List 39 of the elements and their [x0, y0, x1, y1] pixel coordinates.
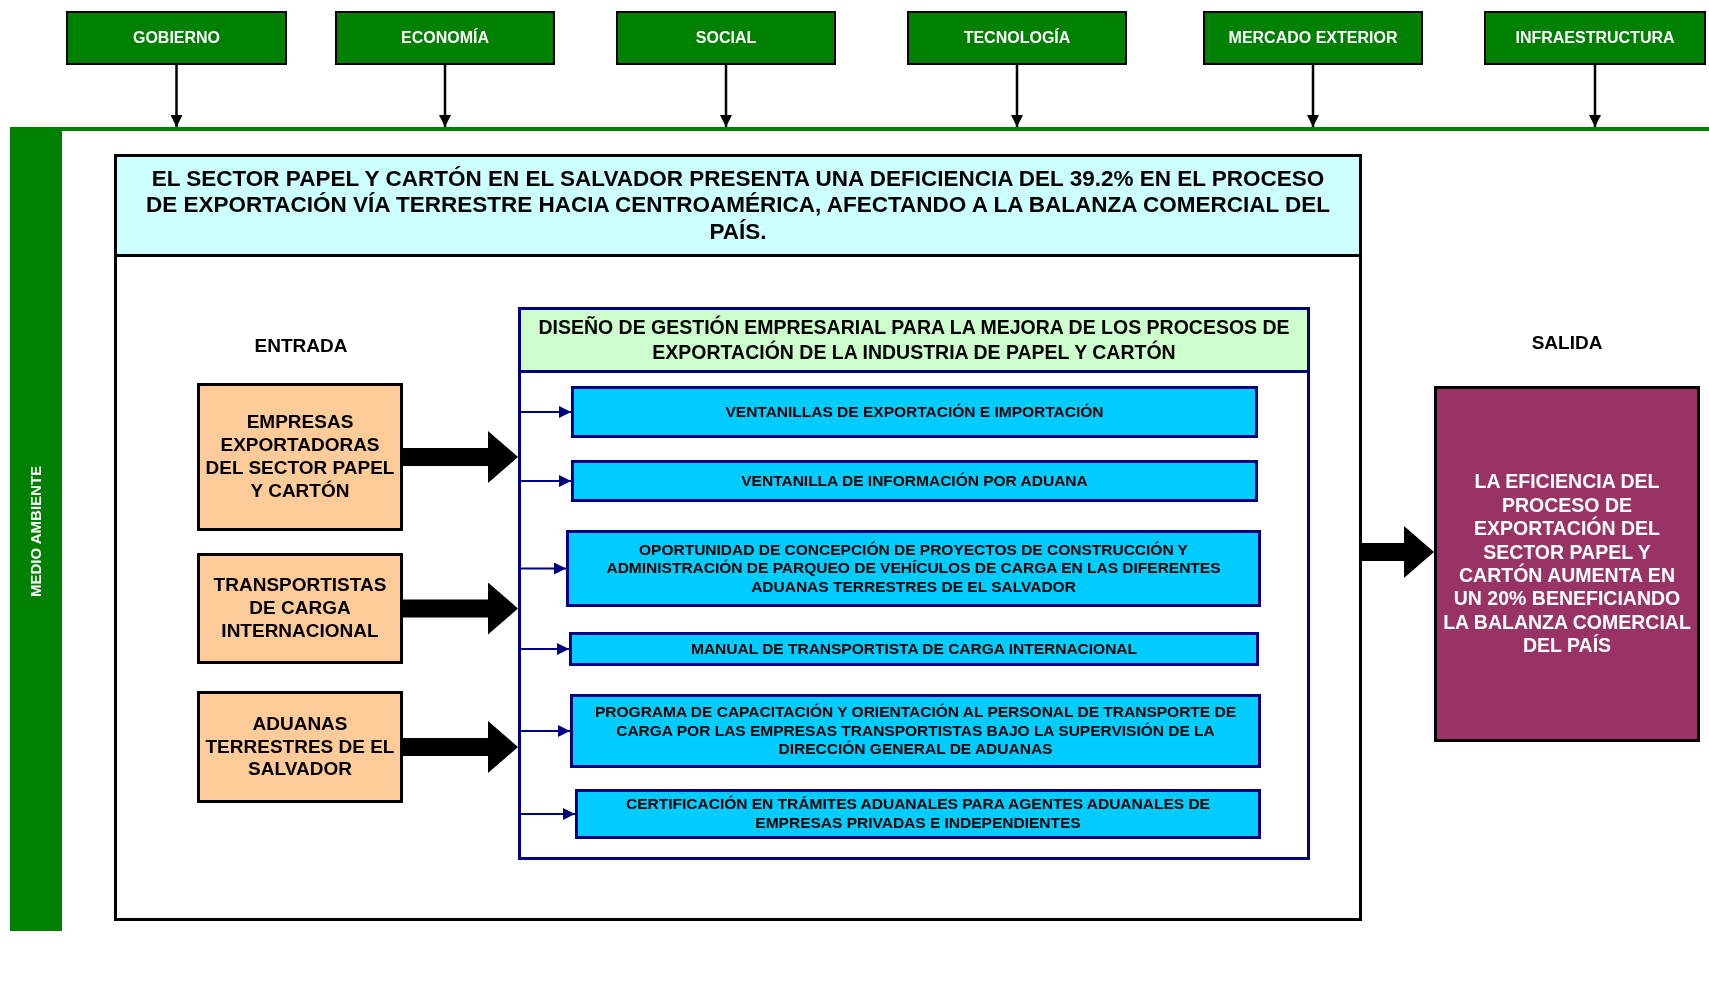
arrow — [170, 65, 183, 127]
block-arrow — [403, 721, 518, 773]
block-arrow — [403, 431, 518, 483]
action-box: MANUAL DE TRANSPORTISTA DE CARGA INTERNACIONAL — [569, 632, 1259, 666]
action-box: CERTIFICACIÓN EN TRÁMITES ADUANALES PARA AGENTES ADUANALES DE EMPRESAS PRIVADAS E INDEPENDIENTES — [575, 789, 1261, 839]
arrow — [520, 406, 572, 418]
input-box: TRANSPORTISTAS DE CARGA INTERNACIONAL — [197, 553, 403, 664]
design-frame — [518, 307, 1310, 860]
arrow — [520, 562, 567, 575]
arrow — [520, 808, 576, 820]
factor-box: TECNOLOGÍA — [907, 11, 1127, 65]
arrow — [439, 65, 451, 127]
arrow — [1011, 65, 1023, 127]
action-box: VENTANILLAS DE EXPORTACIÓN E IMPORTACIÓN — [571, 386, 1258, 438]
input-box: ADUANAS TERRESTRES DE EL SALVADOR — [197, 691, 403, 803]
input-box: EMPRESAS EXPORTADORAS DEL SECTOR PAPEL Y CARTÓN — [197, 383, 403, 531]
factor-box: INFRAESTRUCTURA — [1484, 11, 1706, 65]
problem-frame — [114, 154, 1362, 921]
heading-text: ENTRADA — [253, 335, 349, 357]
problem-statement: EL SECTOR PAPEL Y CARTÓN EN EL SALVADOR PRESENTA UNA DEFICIENCIA DEL 39.2% EN EL PROCESO DE EXPORTACIÓN VÍA TERRESTRE HACIA CENTROAMÉRICA, AFECTANDO A LA BALANZA COMERCIAL DEL PAÍS. — [117, 157, 1359, 257]
heading-text: SALIDA — [1530, 332, 1604, 354]
block-arrow — [403, 582, 518, 635]
factor-box: GOBIERNO — [66, 11, 287, 65]
arrow — [520, 475, 572, 487]
arrow — [1307, 65, 1319, 127]
output-box: LA EFICIENCIA DEL PROCESO DE EXPORTACIÓN DEL SECTOR PAPEL Y CARTÓN AUMENTA EN UN 20% BENEFICIANDO LA BALANZA COMERCIAL DEL PAÍS — [1434, 386, 1700, 742]
arrow — [520, 643, 570, 655]
factor-box: SOCIAL — [616, 11, 836, 65]
arrow — [720, 65, 732, 127]
factor-box: MERCADO EXTERIOR — [1203, 11, 1423, 65]
factor-box: ECONOMÍA — [335, 11, 555, 65]
arrow — [520, 725, 571, 737]
arrow — [1589, 65, 1601, 127]
design-title: DISEÑO DE GESTIÓN EMPRESARIAL PARA LA MEJORA DE LOS PROCESOS DE EXPORTACIÓN DE LA INDUSTRIA DE PAPEL Y CARTÓN — [521, 310, 1307, 373]
action-box: OPORTUNIDAD DE CONCEPCIÓN DE PROYECTOS DE CONSTRUCCIÓN Y ADMINISTRACIÓN DE PARQUEO DE VEHÍCULOS DE CARGA EN LAS DIFERENTES ADUANAS TERRESTRES DE EL SALVADOR — [566, 530, 1261, 607]
side-band: MEDIO AMBIENTE — [10, 131, 62, 931]
action-box: PROGRAMA DE CAPACITACIÓN Y ORIENTACIÓN AL PERSONAL DE TRANSPORTE DE CARGA POR LAS EMPRESAS TRANSPORTISTAS BAJO LA SUPERVISIÓN DE LA DIRECCIÓN GENERAL DE ADUANAS — [570, 694, 1261, 768]
block-arrow — [1362, 526, 1434, 578]
action-box: VENTANILLA DE INFORMACIÓN POR ADUANA — [571, 460, 1258, 502]
